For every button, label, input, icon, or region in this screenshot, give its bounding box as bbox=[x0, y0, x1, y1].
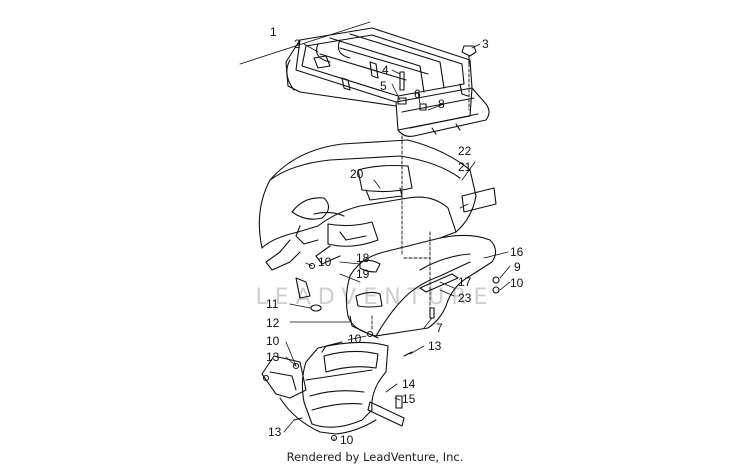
callout-13: 13 bbox=[428, 339, 442, 353]
callout-15: 15 bbox=[402, 392, 416, 406]
callout-12: 12 bbox=[266, 316, 280, 330]
callout-4: 4 bbox=[382, 63, 389, 77]
callout-8: 8 bbox=[438, 97, 445, 111]
callout-labels: 1 2 3 4 5 6 8 22 21 20 16 9 10 10 17 18 … bbox=[266, 25, 524, 447]
callout-13: 13 bbox=[266, 350, 280, 364]
callout-10: 10 bbox=[318, 255, 332, 269]
rear-rack bbox=[285, 27, 490, 137]
callout-10: 10 bbox=[348, 332, 362, 346]
callout-16: 16 bbox=[510, 245, 524, 259]
callout-22: 22 bbox=[458, 144, 472, 158]
footer-credit: Rendered by LeadVenture, Inc. bbox=[286, 450, 464, 464]
callout-7: 7 bbox=[436, 321, 443, 335]
step-plate-14 bbox=[367, 401, 405, 427]
callout-10: 10 bbox=[266, 334, 280, 348]
rear-body bbox=[258, 139, 497, 339]
callout-1: 1 bbox=[270, 25, 277, 39]
callout-10: 10 bbox=[510, 276, 524, 290]
rack-hardware bbox=[397, 45, 477, 111]
callout-18: 18 bbox=[356, 251, 370, 265]
callout-2: 2 bbox=[294, 37, 301, 51]
decal-21 bbox=[461, 187, 497, 213]
leader-lines bbox=[239, 21, 511, 441]
callout-5: 5 bbox=[380, 79, 387, 93]
callout-23: 23 bbox=[458, 291, 472, 305]
callout-10: 10 bbox=[340, 433, 354, 447]
callout-21: 21 bbox=[458, 160, 472, 174]
callout-17: 17 bbox=[458, 275, 472, 289]
callout-6: 6 bbox=[414, 87, 421, 101]
callout-14: 14 bbox=[402, 377, 416, 391]
callout-11: 11 bbox=[266, 297, 279, 311]
fasteners bbox=[262, 262, 500, 442]
callout-3: 3 bbox=[482, 37, 489, 51]
callout-13: 13 bbox=[268, 425, 282, 439]
callout-9: 9 bbox=[514, 260, 521, 274]
footwell bbox=[261, 341, 389, 435]
callout-19: 19 bbox=[356, 267, 370, 281]
callout-20: 20 bbox=[350, 167, 364, 181]
